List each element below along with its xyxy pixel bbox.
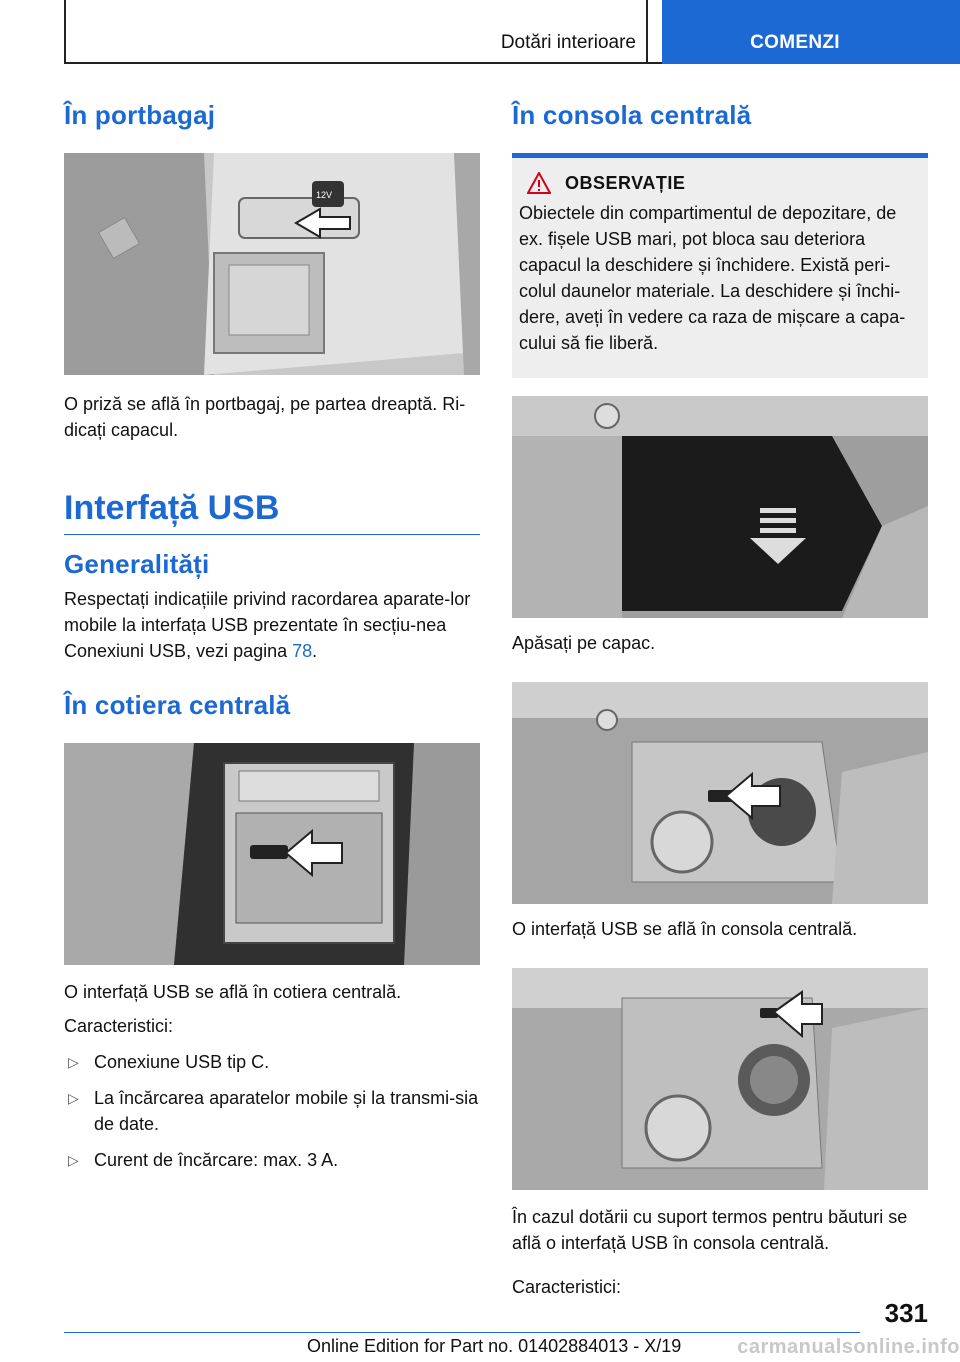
heading-armrest: În cotiera centrală [64,690,291,720]
header-divider-left [64,0,66,64]
thermos-text: În cazul dotării cu suport termos pentru… [512,1207,908,1253]
left-column: În portbagaj 12V O priză se află în port… [64,100,480,1183]
console-lid-image [512,396,928,618]
press-text: Apăsați pe capac. [512,633,656,653]
note-header: OBSERVAȚIE [519,172,922,194]
chapter-tab[interactable]: COMENZI [662,0,960,64]
list-item-text: La încărcarea aparatelor mobile și la tr… [94,1088,479,1134]
triangle-right-icon: ▷ [68,1152,79,1168]
note-text: Obiectele din compartimentul de depozita… [519,203,906,353]
warning-note: OBSERVAȚIE Obiectele din compartimentul … [512,153,928,378]
list-item: ▷ Conexiune USB tip C. [64,1049,480,1075]
armrest-features-label: Caracteristici: [64,1016,174,1036]
page-link-78[interactable]: 78 [292,641,313,661]
console-open-image [512,682,928,904]
svg-text:12V: 12V [316,190,332,200]
console-text: O interfață USB se află în consola centr… [512,919,858,939]
footer-rule [64,1332,860,1333]
footer-edition: Online Edition for Part no. 01402884013 … [307,1336,682,1356]
list-item: ▷ Curent de încărcare: max. 3 A. [64,1147,480,1173]
header-divider-mid [646,0,648,64]
chapter-tab-label: COMENZI [750,32,840,53]
warning-triangle-icon [527,172,551,194]
right-column: În consola centrală OBSERVAȚIE Obiectele… [512,100,928,1300]
page-number: 331 [884,1298,928,1328]
armrest-features-list: ▷ Conexiune USB tip C. ▷ La încărcarea apa… [64,1049,480,1173]
watermark: carmanualsonline.info [737,1336,960,1358]
general-text: Respectați indicațiile privind racordare… [64,586,480,664]
triangle-right-icon: ▷ [68,1054,79,1070]
armrest-image [64,743,480,965]
armrest-text: O interfață USB se află în cotiera centr… [64,982,402,1002]
list-item: ▷ La încărcarea aparatelor mobile și la t… [64,1085,480,1137]
list-item-text: Conexiune USB tip C. [94,1052,270,1072]
header-rule [64,62,928,64]
console-thermos-image [512,968,928,1190]
triangle-right-icon: ▷ [68,1090,79,1106]
list-item-text: Curent de încărcare: max. 3 A. [94,1150,339,1170]
trunk-text: O priză se află în portbagaj, pe partea … [64,394,466,440]
general-text-end: . [312,641,318,661]
heading-console: În consola centrală [512,100,752,130]
note-title: OBSERVAȚIE [565,172,686,193]
heading-usb-interface: Interfață USB [64,489,480,535]
console-features-label: Caracteristici: [512,1277,622,1297]
heading-trunk: În portbagaj [64,100,216,130]
general-text-body: Respectați indicațiile privind racordare… [64,589,471,661]
heading-general: Generalități [64,549,210,579]
section-title: Dotări interioare [500,32,636,53]
trunk-image: 12V [64,153,480,375]
